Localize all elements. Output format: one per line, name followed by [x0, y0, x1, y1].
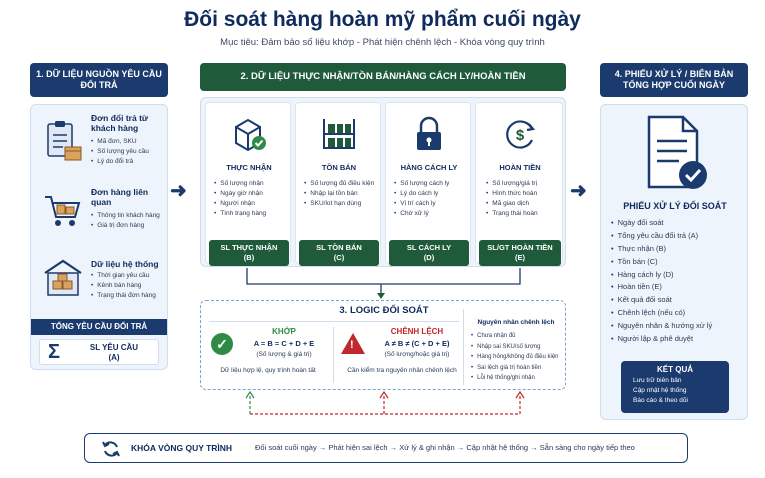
clipboard-icon [45, 119, 83, 163]
logic-header: 3. LOGIC ĐỐI SOÁT [339, 305, 429, 316]
badge-received: SL THỰC NHẬN (B) [209, 240, 289, 266]
shopping-cart-icon [43, 193, 83, 229]
feedback-connector [245, 390, 525, 415]
match-desc: Dữ liệu hợp lệ, quy trình hoàn tất [220, 367, 316, 374]
logic-panel: 3. LOGIC ĐỐI SOÁT ✓ KHỚP A = B = C + D +… [200, 300, 566, 390]
warning-triangle-icon: ! [341, 333, 365, 354]
divider [209, 321, 459, 322]
result-bullets: Lưu trữ biên bản Cập nhật hệ thống Báo c… [633, 377, 688, 405]
section4-header: 4. PHIẾU XỬ LÝ / BIÊN BẢN TỔNG HỢP CUỐI … [600, 63, 748, 97]
source-item-bullets: Mã đơn, SKU Số lượng yêu cầu Lý do đổi t… [91, 137, 167, 167]
column-bullets: Số lượng cách ly Lý do cách ly Vị trí cá… [394, 179, 472, 219]
column-quarantine: HÀNG CÁCH LY Số lượng cách ly Lý do cách… [385, 102, 472, 266]
column-label: HOÀN TIỀN [499, 163, 541, 172]
closing-loop-bar: KHÓA VÒNG QUY TRÌNH Đối soát cuối ngày →… [84, 433, 688, 463]
check-circle-icon: ✓ [211, 333, 233, 355]
column-label: HÀNG CÁCH LY [400, 163, 458, 172]
match-title: KHỚP [272, 327, 296, 336]
column-bullets: Số lượng nhận Ngày giờ nhận Người nhận T… [214, 179, 292, 219]
connector-bracket [246, 268, 521, 299]
total-request-code: (A) [108, 353, 120, 362]
section2-header: 2. DỮ LIỆU THỰC NHẬN/TỒN BÁN/HÀNG CÁCH L… [200, 63, 566, 91]
total-request-box: Σ SL YÊU CẦU (A) [39, 339, 159, 365]
sigma-icon: Σ [48, 341, 61, 363]
closing-loop-flow: Đối soát cuối ngày → Phát hiện sai lệch … [255, 443, 635, 452]
divider [333, 327, 334, 383]
lock-icon [410, 115, 448, 153]
badge-quarantine: SL CÁCH LY (D) [389, 240, 469, 266]
doc-bullets: Ngày đối soát Tổng yêu cầu đổi trả (A) T… [611, 217, 747, 346]
arrow-right-icon: ➜ [570, 180, 587, 202]
diff-formula: A ≠ B ≠ (C + D + E) [384, 339, 450, 348]
page-title: Đối soát hàng hoàn mỹ phẩm cuối ngày [184, 8, 581, 31]
total-request-label: SL YÊU CẦU [89, 343, 139, 352]
warehouse-icon [43, 257, 83, 297]
diff-desc: Cần kiểm tra nguyên nhân chênh lệch [347, 367, 457, 374]
column-bullets: Số lượng đủ điều kiện Nhập lại tồn bán S… [304, 179, 382, 209]
arrow-right-icon: ➜ [170, 180, 187, 202]
result-box: KẾT QUẢ Lưu trữ biên bản Cập nhật hệ thố… [621, 361, 729, 413]
diff-title: CHÊNH LỆCH [390, 327, 444, 336]
result-title: KẾT QUẢ [657, 365, 693, 374]
document-check-icon [641, 113, 711, 193]
shelf-icon [320, 115, 358, 153]
section4-panel: PHIẾU XỬ LÝ ĐỐI SOÁT Ngày đối soát Tổng … [600, 104, 748, 420]
page-subtitle: Mục tiêu: Đảm bảo số liệu khớp - Phát hi… [220, 37, 545, 48]
source-item-title: Đơn đổi trả từ khách hàng [91, 113, 149, 134]
badge-refund: SL/GT HOÀN TIỀN (E) [479, 240, 561, 266]
causes-list: Chưa nhận đủ Nhập sai SKU/số lượng Hàng … [471, 331, 565, 384]
svg-text:$: $ [516, 127, 525, 144]
match-note: (Số lượng & giá trị) [256, 351, 312, 358]
closing-loop-label: KHÓA VÒNG QUY TRÌNH [131, 443, 233, 453]
causes-title: Nguyên nhân chênh lệch [477, 319, 555, 326]
column-stock: TỒN BÁN Số lượng đủ điều kiện Nhập lại t… [295, 102, 382, 266]
source-item-title: Đơn hàng liên quan [91, 187, 149, 208]
source-item-bullets: Thông tin khách hàng Giá trị đơn hàng [91, 211, 167, 231]
column-bullets: Số lượng/giá trị Hình thức hoàn Mã giao … [486, 179, 564, 219]
badge-stock: SL TỒN BÁN (C) [299, 240, 379, 266]
column-received: THỰC NHẬN Số lượng nhận Ngày giờ nhận Ng… [205, 102, 292, 266]
section1-panel: Đơn đổi trả từ khách hàng Mã đơn, SKU Số… [30, 104, 168, 370]
refresh-icon [101, 439, 121, 459]
refund-dollar-icon: $ [501, 115, 539, 153]
column-label: TỒN BÁN [321, 163, 357, 172]
column-refund: $ HOÀN TIỀN Số lượng/giá trị Hình thức h… [475, 102, 564, 266]
column-label: THỰC NHẬN [226, 163, 272, 172]
section1-header: 1. DỮ LIỆU NGUỒN YÊU CẦU ĐỔI TRẢ [30, 63, 168, 97]
match-formula: A = B = C + D + E [253, 339, 315, 348]
source-item-title: Dữ liệu hệ thống [91, 259, 159, 269]
section2-panel: THỰC NHẬN Số lượng nhận Ngày giờ nhận Ng… [200, 97, 566, 267]
box-check-icon [230, 115, 268, 153]
diff-note: (Số lượng/hoặc giá trị) [384, 351, 450, 358]
total-request-header: TỔNG YÊU CẦU ĐỔI TRẢ [31, 319, 167, 335]
source-item-bullets: Thời gian yêu cầu Kênh bán hàng Trạng th… [91, 271, 167, 301]
divider [463, 309, 464, 385]
doc-title: PHIẾU XỬ LÝ ĐỐI SOÁT [623, 201, 727, 211]
